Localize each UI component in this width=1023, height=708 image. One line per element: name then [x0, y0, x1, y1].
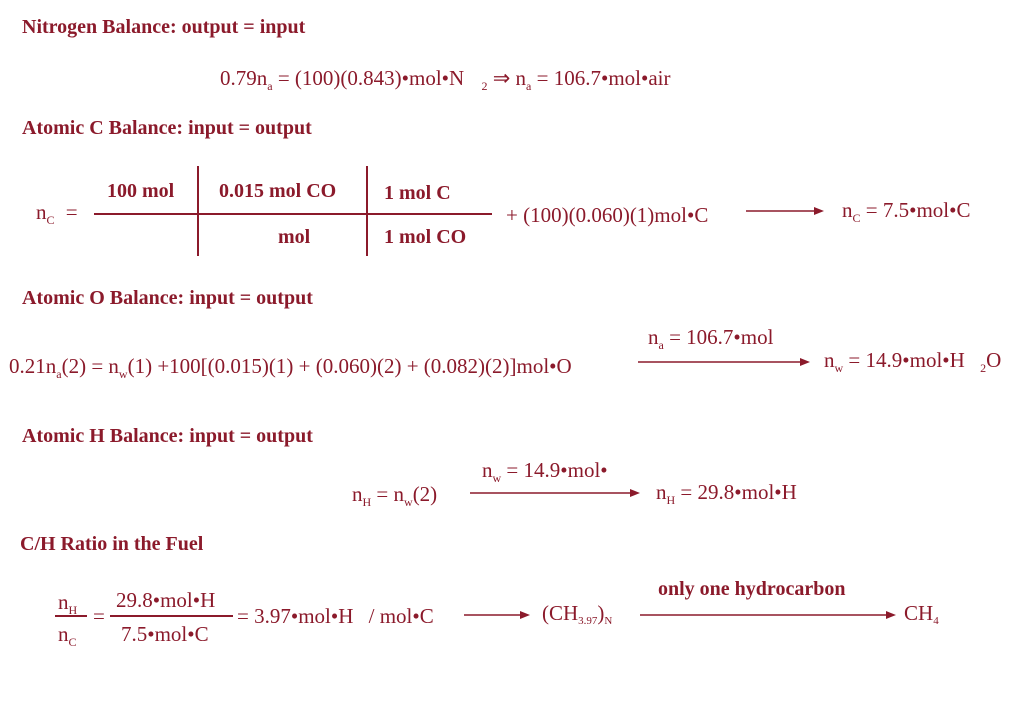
fraction-bar — [55, 615, 87, 617]
fraction-bar — [110, 615, 233, 617]
eq-term: ) — [597, 601, 605, 625]
table-cell-mol: mol — [278, 226, 311, 248]
eq-term: n — [352, 482, 363, 506]
eq-subscript: H — [362, 495, 372, 509]
carbon-heading: Atomic C Balance: input = output — [22, 117, 312, 139]
eq-subscript: H — [666, 493, 676, 507]
eq-term: = 3.97•mol•H — [237, 604, 354, 628]
eq-term: = n — [376, 482, 405, 506]
eq-term: n — [58, 622, 69, 646]
hydrogen-arrow-condition: nw = 14.9•mol• — [482, 458, 608, 485]
nitrogen-heading: Nitrogen Balance: output = input — [22, 16, 306, 38]
eq-term: = 14.9•mol• — [506, 458, 608, 482]
eq-subscript: a — [267, 79, 273, 93]
right-arrow-icon — [640, 611, 896, 619]
ratio-result: = 3.97•mol•H / mol•C — [237, 604, 434, 629]
right-arrow-icon — [470, 489, 640, 497]
hydrogen-heading: Atomic H Balance: input = output — [22, 425, 313, 447]
eq-term: (2) — [412, 482, 438, 506]
eq-term: = — [65, 200, 78, 224]
eq-term: = 106.7•mol — [669, 325, 774, 349]
ratio-ch4: CH4 — [904, 601, 939, 627]
right-arrow-icon — [464, 611, 530, 619]
eq-term: n — [36, 200, 47, 224]
ratio-numerator-nh: nH — [58, 590, 78, 617]
eq-subscript: 3.97 — [578, 615, 598, 627]
eq-subscript: 2 — [980, 361, 987, 375]
eq-term: (2) = n — [61, 354, 119, 378]
eq-term: (CH — [542, 601, 579, 625]
eq-term: n — [824, 348, 835, 372]
oxygen-result: nw = 14.9•mol•H 2O — [824, 348, 1002, 375]
eq-subscript: w — [118, 367, 128, 381]
oxygen-equation: 0.21na(2) = nw(1) +100[(0.015)(1) + (0.0… — [9, 354, 572, 381]
eq-term: 0.79n — [220, 66, 268, 90]
eq-term: ⇒ n — [492, 66, 527, 90]
table-cell-1molco: 1 mol CO — [384, 226, 467, 248]
eq-subscript: w — [404, 495, 413, 509]
eq-subscript: C — [46, 213, 55, 227]
eq-term: n — [648, 325, 659, 349]
right-arrow-icon — [638, 358, 810, 366]
eq-term: = (100)(0.843)•mol•N — [277, 66, 465, 90]
table-divider-vertical — [366, 166, 368, 256]
eq-term: n — [656, 480, 667, 504]
eq-subscript: w — [492, 471, 502, 485]
eq-subscript: C — [68, 635, 77, 649]
ratio-arrow-label: only one hydrocarbon — [658, 578, 846, 600]
eq-term: n — [842, 198, 853, 222]
eq-subscript: C — [852, 211, 861, 225]
hydrogen-result: nH = 29.8•mol•H — [656, 480, 797, 507]
right-arrow-icon — [746, 207, 824, 215]
eq-term: (1) +100[(0.015)(1) + (0.060)(2) + (0.08… — [127, 354, 572, 378]
eq-term: / mol•C — [368, 604, 434, 628]
nitrogen-equation: 0.79na = (100)(0.843)•mol•N 2 ⇒ na = 106… — [220, 66, 671, 93]
eq-term: = 7.5•mol•C — [865, 198, 971, 222]
ratio-denominator-value: 7.5•mol•C — [121, 622, 209, 646]
eq-term: O — [986, 348, 1002, 372]
eq-term: CH — [904, 601, 934, 625]
eq-subscript: 2 — [481, 79, 488, 93]
ratio-numerator-value: 29.8•mol•H — [116, 588, 216, 612]
table-divider-vertical — [197, 166, 199, 256]
carbon-nc: nC = — [36, 200, 78, 227]
eq-subscript: a — [56, 367, 62, 381]
eq-subscript: 4 — [933, 615, 939, 627]
table-cell-100mol: 100 mol — [107, 180, 175, 202]
table-divider-horizontal — [94, 213, 492, 215]
ratio-equals: = — [93, 604, 105, 628]
eq-term: = 106.7•mol•air — [536, 66, 671, 90]
carbon-plus-term: + (100)(0.060)(1)mol•C — [506, 203, 709, 227]
eq-term: n — [58, 590, 69, 614]
oxygen-heading: Atomic O Balance: input = output — [22, 287, 313, 309]
eq-term: = 14.9•mol•H — [848, 348, 965, 372]
eq-subscript: a — [526, 79, 532, 93]
eq-subscript: a — [658, 338, 664, 352]
carbon-result: nC = 7.5•mol•C — [842, 198, 971, 225]
ratio-formula: (CH3.97)N — [542, 601, 613, 627]
eq-term: = 29.8•mol•H — [680, 480, 797, 504]
oxygen-arrow-condition: na = 106.7•mol — [648, 325, 774, 352]
ratio-denominator-nc: nC — [58, 622, 77, 649]
table-cell-015: 0.015 mol CO — [219, 180, 337, 202]
eq-term: 0.21n — [9, 354, 57, 378]
eq-subscript: H — [68, 603, 78, 617]
eq-subscript: N — [604, 615, 613, 627]
hydrogen-equation: nH = nw(2) — [352, 482, 438, 509]
table-cell-1molc: 1 mol C — [384, 182, 451, 204]
eq-subscript: w — [834, 361, 844, 375]
eq-term: n — [482, 458, 493, 482]
ratio-heading: C/H Ratio in the Fuel — [20, 533, 204, 555]
